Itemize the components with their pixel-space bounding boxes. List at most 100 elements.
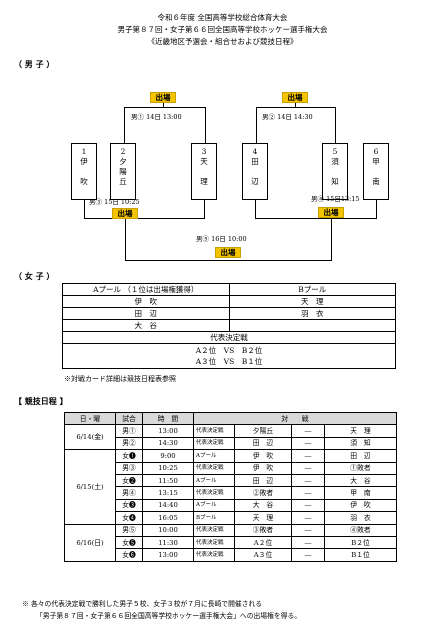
team-box-1: 1 伊 吹: [71, 143, 97, 200]
qualify-badge-right: 出場: [282, 92, 308, 103]
day-cell: 6/14(金): [64, 424, 116, 451]
game-cell: 女❸: [115, 498, 143, 513]
time-cell: 16:05: [142, 511, 194, 525]
time-cell: 13:15: [142, 486, 194, 500]
team-a-cell: ②敗者: [234, 486, 292, 500]
category-cell: Aプール: [193, 449, 235, 463]
match-label-m4: 男④ 15日13:15: [311, 195, 360, 203]
match-label-m3: 男③ 15日 10:25: [89, 198, 140, 206]
vs-cell: ―: [291, 498, 325, 513]
team-box-2: 2 夕 陽 丘: [110, 143, 136, 200]
time-cell: 13:00: [142, 424, 194, 438]
table-row: 6/15(土) 女❶ 9:00 Aプール 伊 吹 ― 田 辺: [64, 449, 397, 525]
qualify-badge-m3: 出場: [112, 208, 138, 219]
footer-line-2: 「男子第８７回・女子第６６回全国高等学校ホッケー選手権大会」への出場権を得る。: [36, 612, 302, 620]
playoff-line-1: A２位 VS B２位: [195, 346, 263, 355]
vs-cell: ―: [291, 511, 325, 525]
footer-line-1: ※ 各々の代表決定戦で勝利した男子５校、女子３校が７月に長崎で開催される: [22, 600, 263, 608]
team-a-cell: A２位: [234, 535, 292, 550]
game-cell: 女❹: [115, 511, 143, 525]
match-label-m2: 男② 14日 14:30: [262, 113, 313, 121]
time-cell: 10:00: [142, 523, 194, 537]
team-box-6: 6 甲 南: [363, 143, 389, 200]
schedule-heading: 【 競技日程 】: [14, 396, 68, 406]
team-a-cell: ③敗者: [234, 523, 292, 537]
team-b-cell: ①敗者: [324, 461, 397, 475]
team-box-3: 3 天 理: [191, 143, 217, 200]
category-cell: 代表決定戦: [193, 535, 235, 550]
vs-cell: ―: [291, 461, 325, 475]
team-box-5: 5 須 知: [322, 143, 348, 200]
game-cell: 女❷: [115, 473, 143, 488]
team-a-cell: 大 谷: [234, 498, 292, 513]
time-cell: 9:00: [142, 449, 194, 463]
schedule-header-row: 日・曜 試合 時 間 対 戦: [64, 411, 397, 426]
category-cell: 代表決定戦: [193, 523, 235, 537]
team-a-cell: 田 辺: [234, 436, 292, 451]
vs-cell: ―: [291, 449, 325, 463]
category-cell: 代表決定戦: [193, 461, 235, 475]
team-b-cell: ④敗者: [324, 523, 397, 537]
game-cell: 女❻: [115, 548, 143, 562]
game-cell: 男⑤: [115, 523, 143, 537]
pool-b-team-2: 羽 衣: [228, 307, 396, 320]
pool-a-title: Aプール （１位は出場権獲得）: [62, 283, 230, 296]
table-row: 女❺ 11:30 代表決定戦 A２位 ― B２位: [65, 535, 397, 550]
category-cell: Bプール: [193, 511, 235, 525]
team-b-cell: 天 理: [324, 424, 397, 438]
time-cell: 14:40: [142, 498, 194, 513]
time-cell: 13:00: [142, 548, 194, 562]
category-cell: Aプール: [193, 498, 235, 513]
team-a-cell: A３位: [234, 548, 292, 562]
game-cell: 男④: [115, 486, 143, 500]
pool-b-team-3: [228, 319, 396, 332]
men-bracket: 出場 男① 14日 13:00 出場 男② 14日 14:30 1 伊 吹 2 …: [0, 0, 445, 270]
pool-b-team-1: 天 理: [228, 295, 396, 308]
men-heading: （ 男 子 ）: [14, 59, 55, 69]
time-cell: 11:50: [142, 473, 194, 488]
game-cell: 男①: [115, 424, 143, 438]
vs-cell: ―: [291, 436, 325, 451]
category-cell: 代表決定戦: [193, 548, 235, 562]
table-row: 男④ 13:15 代表決定戦 ②敗者 ― 甲 南: [65, 486, 397, 500]
qualify-badge-m5: 出場: [215, 247, 241, 258]
team-b-cell: 田 辺: [324, 449, 397, 463]
vs-cell: ―: [291, 548, 325, 562]
playoff-line-2: A３位 VS B１位: [195, 357, 263, 366]
playoff-title: 代表決定戦: [62, 331, 396, 344]
vs-cell: ―: [291, 523, 325, 537]
table-row: 女❸ 14:40 Aプール 大 谷 ― 伊 吹: [65, 498, 397, 513]
header-day: 日・曜: [64, 411, 116, 426]
qualify-badge-left: 出場: [150, 92, 176, 103]
vs-cell: ―: [291, 473, 325, 488]
category-cell: 代表決定戦: [193, 486, 235, 500]
team-a-cell: 夕陽丘: [234, 424, 292, 438]
playoff-matches: A２位 VS B２位 A３位 VS B１位: [62, 343, 396, 369]
team-a-cell: 伊 吹: [234, 449, 292, 463]
match-label-m5: 男⑤ 16日 10:00: [196, 235, 247, 243]
pool-a-team-1: 伊 吹: [62, 295, 230, 308]
time-cell: 14:30: [142, 436, 194, 451]
game-cell: 男③: [115, 461, 143, 475]
team-b-cell: 伊 吹: [324, 498, 397, 513]
pool-a-team-3: 大 谷: [62, 319, 230, 332]
vs-cell: ―: [291, 486, 325, 500]
women-pool-table: Aプール （１位は出場権獲得） Bプール 伊 吹 天 理 田 辺 羽 衣 大 谷…: [62, 283, 396, 369]
time-cell: 10:25: [142, 461, 194, 475]
qualify-badge-m4: 出場: [318, 207, 344, 218]
header-line-1: 令和６年度 全国高等学校総合体育大会: [157, 13, 288, 22]
table-row: 女❻ 13:00 代表決定戦 A３位 ― B１位: [65, 548, 397, 562]
team-b-cell: 羽 衣: [324, 511, 397, 525]
vs-cell: ―: [291, 424, 325, 438]
team-a-cell: 伊 吹: [234, 461, 292, 475]
time-cell: 11:30: [142, 535, 194, 550]
category-cell: 代表決定戦: [193, 424, 235, 438]
team-b-cell: B１位: [324, 548, 397, 562]
pool-a-team-2: 田 辺: [62, 307, 230, 320]
team-b-cell: 須 知: [324, 436, 397, 451]
team-b-cell: 大 谷: [324, 473, 397, 488]
header-matchup: 対 戦: [193, 411, 397, 426]
team-a-cell: 天 理: [234, 511, 292, 525]
table-row: 女❷ 11:50 Aプール 田 辺 ― 大 谷: [65, 473, 397, 488]
category-cell: Aプール: [193, 473, 235, 488]
